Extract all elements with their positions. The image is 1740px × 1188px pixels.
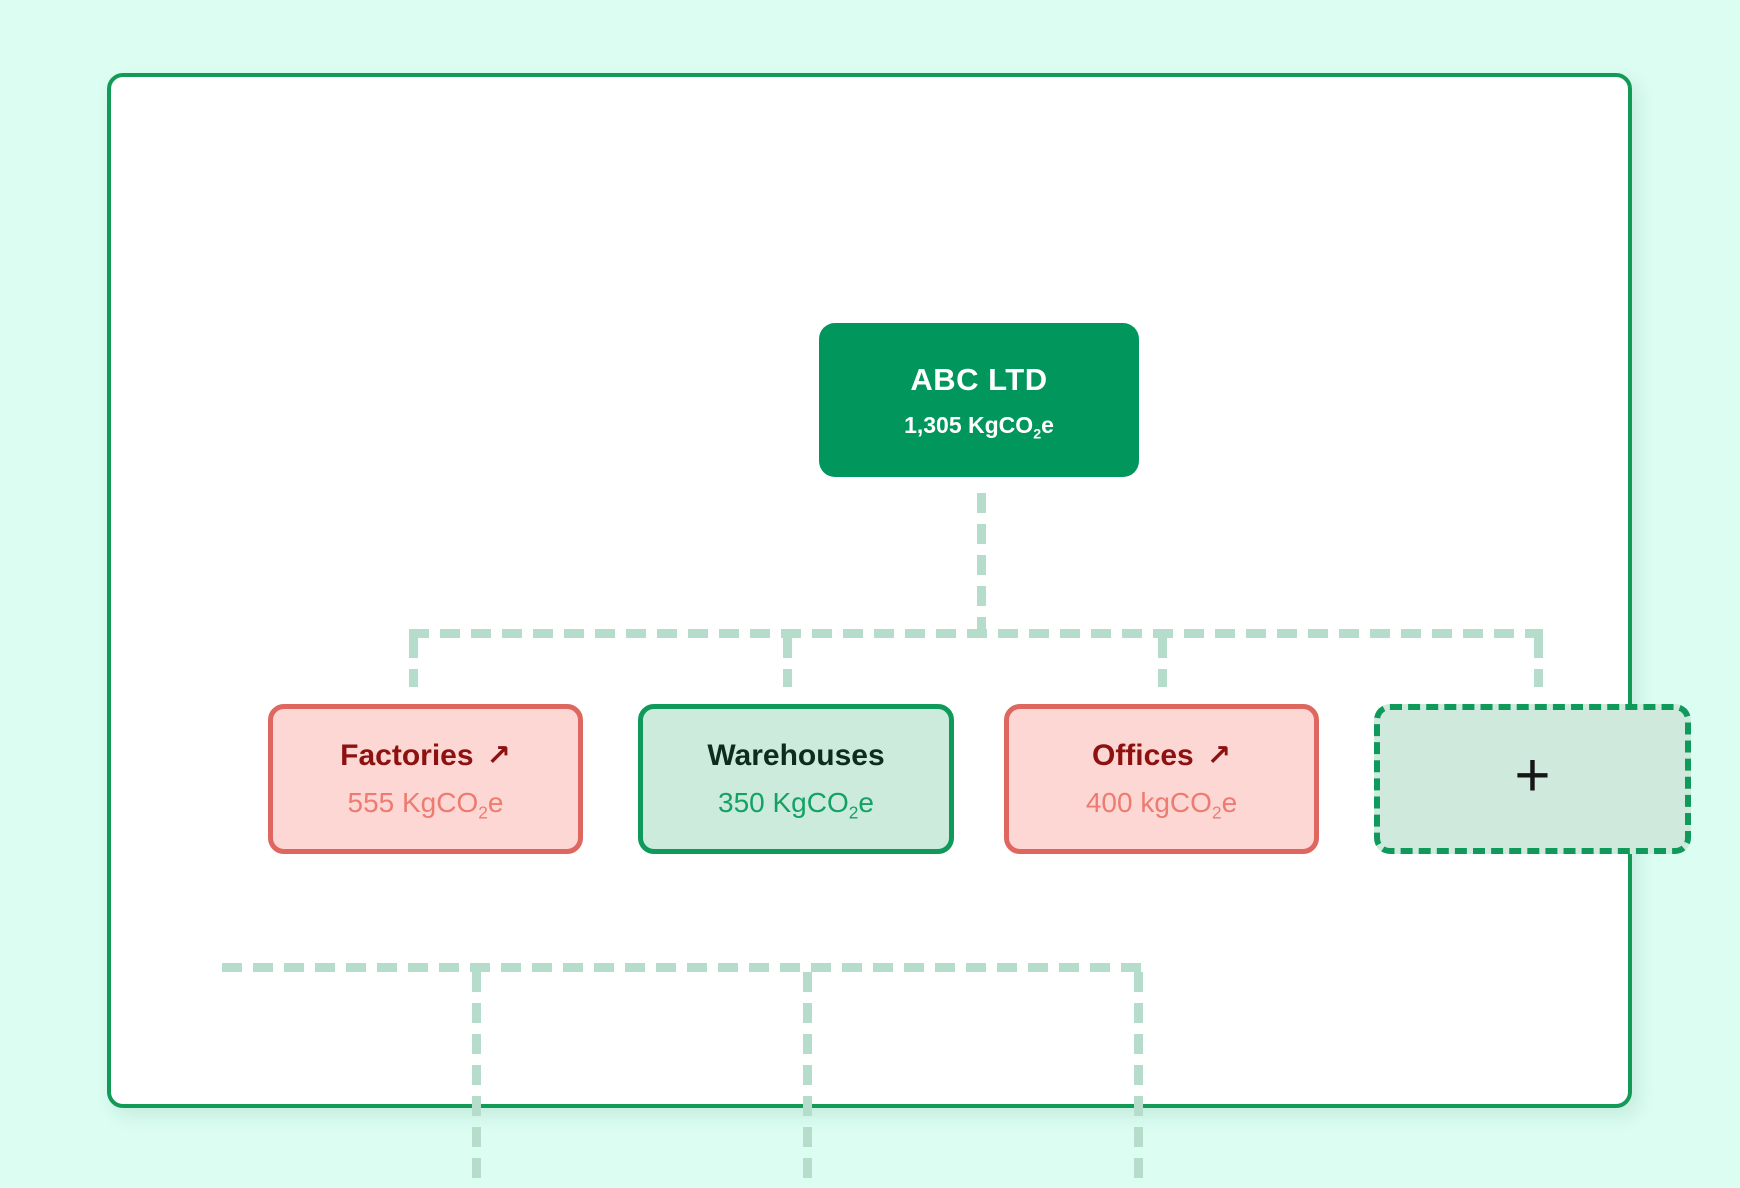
tree-node-warehouses[interactable]: Warehouses 350 KgCO2e — [638, 704, 954, 854]
trend-up-arrow-icon[interactable]: ↗ — [486, 739, 511, 772]
connector-stub-warehouses — [783, 638, 792, 687]
connector-lower-vertical-3 — [1134, 972, 1143, 1181]
node-emissions-value: 555 KgCO2e — [347, 787, 504, 823]
connector-children-horizontal — [409, 629, 1543, 638]
trend-up-arrow-icon[interactable]: ↗ — [1206, 739, 1232, 772]
node-title: Warehouses — [707, 739, 885, 772]
node-emissions-value: 400 kgCO2e — [1085, 787, 1238, 823]
node-title: ABC LTD — [910, 361, 1048, 397]
connector-root-vertical — [977, 493, 986, 634]
node-title: Factories — [340, 739, 474, 772]
tree-node-offices[interactable]: Offices ↗ 400 kgCO2e — [1004, 704, 1319, 854]
node-emissions-value: 350 KgCO2e — [718, 787, 874, 823]
connector-lower-vertical-1 — [472, 972, 481, 1181]
node-emissions-value: 1,305 KgCO2e — [904, 411, 1054, 443]
connector-stub-factories — [409, 638, 418, 687]
connector-stub-offices — [1158, 638, 1167, 687]
tree-node-abc-ltd[interactable]: ABC LTD 1,305 KgCO2e — [819, 323, 1139, 477]
connector-lower-horizontal — [222, 963, 1143, 972]
node-title: Offices — [1091, 739, 1194, 772]
tree-node-factories[interactable]: Factories ↗ 555 KgCO2e — [268, 704, 583, 854]
connector-stub-add-node — [1534, 638, 1543, 687]
add-node-button[interactable]: + — [1374, 704, 1691, 854]
diagram-canvas-card: ABC LTD 1,305 KgCO2e Factories ↗ 555 KgC… — [107, 73, 1691, 1181]
plus-icon: + — [1514, 741, 1551, 810]
connector-lower-vertical-2 — [803, 972, 812, 1181]
